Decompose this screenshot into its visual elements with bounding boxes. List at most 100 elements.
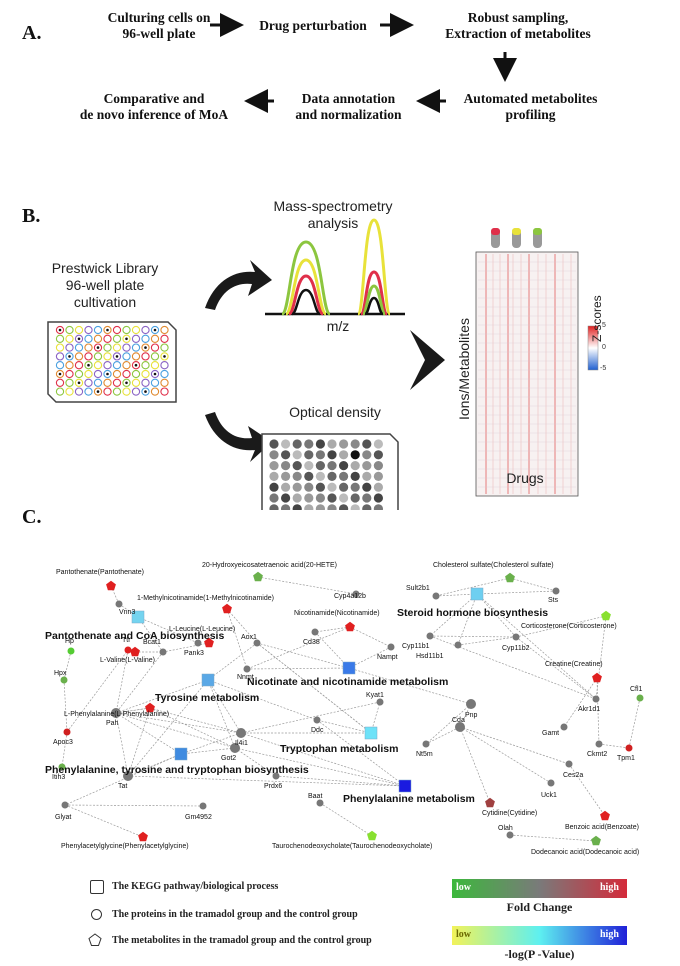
pathway-node xyxy=(398,779,412,793)
pathway-node xyxy=(174,747,188,761)
metabolite-node xyxy=(138,831,148,842)
legend-protein-text: The proteins in the tramadol group and t… xyxy=(112,909,358,920)
protein-node xyxy=(194,639,202,647)
protein-label: Hsd11b1 xyxy=(416,653,444,660)
protein-node xyxy=(552,587,560,595)
peak2-yellow xyxy=(356,218,392,316)
legend-pentagon-icon xyxy=(88,933,102,946)
metabolite-node xyxy=(367,830,377,841)
library-well xyxy=(122,352,131,361)
metabolite-label: L-Phenylalanine(L-Phenylalanine) xyxy=(64,711,169,718)
metabolite-label: Phenylacetylglycine(Phenylacetylglycine) xyxy=(61,843,189,850)
library-well-dot xyxy=(106,328,109,332)
protein-node xyxy=(67,647,75,655)
od-well xyxy=(292,461,302,471)
pvalue-high: high xyxy=(600,929,619,940)
protein-label: Il4i1 xyxy=(235,740,248,747)
library-well-dot xyxy=(58,372,62,376)
metabolite-node xyxy=(222,603,232,614)
library-well xyxy=(93,378,103,387)
network-edge xyxy=(149,707,242,734)
od-well xyxy=(304,450,314,460)
network-edge xyxy=(257,576,357,595)
library-well-dot xyxy=(125,337,128,341)
protein-label: Glyat xyxy=(55,814,71,821)
network-edges xyxy=(61,576,641,842)
protein-label: Gamt xyxy=(542,730,559,737)
protein-node xyxy=(506,831,514,839)
protein-label: Hp xyxy=(65,638,74,645)
library-well-dot xyxy=(96,390,100,393)
protein-label: Ces2a xyxy=(563,772,583,779)
protein-label: Cfl1 xyxy=(630,686,643,693)
metabolite-label: 1-Methylnicotinamide(1-Methylnicotinamid… xyxy=(137,595,274,602)
library-well xyxy=(65,334,74,343)
network-edge xyxy=(115,712,182,755)
fold-change-low: low xyxy=(456,882,471,893)
od-well xyxy=(350,450,360,460)
network-edge xyxy=(459,726,570,765)
od-well xyxy=(315,450,325,460)
colorbar-tick-mid: 0 xyxy=(602,344,606,351)
library-well xyxy=(131,334,141,343)
od-well xyxy=(350,471,360,481)
od-well xyxy=(281,450,291,460)
network-edge xyxy=(180,747,236,755)
protein-label: Cda xyxy=(452,717,465,724)
library-well xyxy=(65,378,74,387)
od-well xyxy=(269,439,279,449)
network-edge xyxy=(127,707,151,777)
peak-yellow xyxy=(284,258,328,316)
library-well xyxy=(141,369,150,379)
od-well xyxy=(373,482,383,492)
protein-label: Aox1 xyxy=(241,634,257,641)
pvalue-bar xyxy=(452,926,627,945)
od-well xyxy=(269,504,279,510)
od-well xyxy=(281,482,291,492)
library-well xyxy=(131,343,141,352)
metabolite-node xyxy=(505,572,515,583)
protein-node xyxy=(58,763,66,771)
curved-arrow-up-icon xyxy=(205,260,272,310)
od-well xyxy=(350,504,360,510)
colorbar-tick-low: -5 xyxy=(600,365,607,372)
od-well xyxy=(281,461,291,471)
protein-label: Tpm1 xyxy=(617,755,635,762)
library-well xyxy=(160,369,169,379)
network-graph: Pantothenate and CoA biosynthesisSteroid… xyxy=(45,562,644,856)
network-edge xyxy=(515,615,607,638)
protein-label: Olah xyxy=(498,825,513,832)
network-edge xyxy=(66,649,129,733)
pathway-node xyxy=(470,587,484,601)
metabolite-label: Taurochenodeoxycholate(Taurochenodeoxych… xyxy=(272,843,432,850)
protein-node xyxy=(236,728,246,738)
metabolite-label: 20-Hydroxyeicosatetraenoic acid(20-HETE) xyxy=(202,562,337,569)
metabolite-label: Nicotinamide(Nicotinamide) xyxy=(294,610,380,617)
od-well xyxy=(373,493,383,503)
step-profiling: Automated metabolites profiling xyxy=(463,91,598,122)
library-well-dot xyxy=(125,381,128,385)
protein-node xyxy=(311,628,319,636)
protein-label: Akr1d1 xyxy=(578,706,600,713)
library-well xyxy=(160,378,169,387)
library-well-dot xyxy=(77,337,81,341)
library-well-dot xyxy=(58,328,62,332)
protein-label: Pnp xyxy=(465,712,478,719)
library-well xyxy=(74,343,84,352)
protein-node xyxy=(625,744,633,752)
library-well xyxy=(131,325,141,335)
protein-node xyxy=(432,592,440,600)
od-well xyxy=(362,450,372,460)
od-well xyxy=(339,482,349,492)
library-well xyxy=(150,352,160,361)
pvalue-title: -log(P -Value) xyxy=(504,947,575,961)
library-well xyxy=(84,378,93,387)
protein-node xyxy=(592,695,600,703)
od-text: Optical density xyxy=(289,404,381,420)
fold-change-title: Fold Change xyxy=(506,900,573,914)
pathway-label: Tryptophan metabolism xyxy=(280,743,398,755)
library-well xyxy=(93,334,103,343)
pathway-label: Tyrosine metabolism xyxy=(155,692,259,704)
protein-label: Cyp4a12b xyxy=(334,593,366,600)
pathway-label: Pantothenate and CoA biosynthesis xyxy=(45,630,224,642)
